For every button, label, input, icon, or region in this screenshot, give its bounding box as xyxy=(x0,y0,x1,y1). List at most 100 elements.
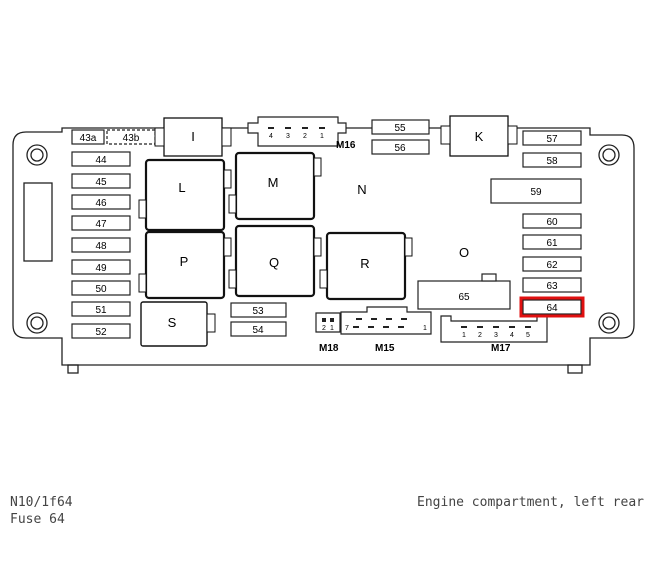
relay-S: S xyxy=(140,301,216,347)
component-id-caption: N10/1f64 xyxy=(10,495,73,510)
fuse-46: 46 xyxy=(71,194,131,210)
svg-text:64: 64 xyxy=(546,303,558,314)
svg-text:54: 54 xyxy=(252,325,264,336)
area-label-N: N xyxy=(357,182,366,197)
svg-text:46: 46 xyxy=(95,198,107,209)
fuse-54: 54 xyxy=(230,321,287,337)
fuse-50: 50 xyxy=(71,280,131,296)
svg-text:2: 2 xyxy=(303,133,307,140)
location-caption: Engine compartment, left rear xyxy=(417,495,644,510)
svg-text:63: 63 xyxy=(546,281,558,292)
fuse-58: 58 xyxy=(522,152,582,168)
svg-text:44: 44 xyxy=(95,155,107,166)
svg-text:53: 53 xyxy=(252,306,264,317)
svg-text:57: 57 xyxy=(546,134,558,145)
relay-M: M xyxy=(228,151,322,221)
fuse-64: 64 xyxy=(522,299,582,315)
fuse-44: 44 xyxy=(71,151,131,167)
svg-text:62: 62 xyxy=(546,260,558,271)
svg-text:45: 45 xyxy=(95,177,107,188)
svg-text:49: 49 xyxy=(95,263,107,274)
fuse-62: 62 xyxy=(522,256,582,272)
connector-M15: 7 1 M15 xyxy=(340,306,432,354)
fuse-53: 53 xyxy=(230,302,287,318)
svg-text:5: 5 xyxy=(526,332,530,339)
svg-text:L: L xyxy=(178,180,185,195)
svg-text:47: 47 xyxy=(95,219,107,230)
svg-text:3: 3 xyxy=(286,133,290,140)
svg-text:7: 7 xyxy=(345,325,349,332)
fuse-caption: Fuse 64 xyxy=(10,512,65,527)
fuse-49: 49 xyxy=(71,259,131,275)
mounting-hole-icon xyxy=(598,144,620,166)
fuse-64-highlight xyxy=(519,296,585,318)
connector-M18: 2 1 M18 xyxy=(315,312,341,354)
fuse-48: 48 xyxy=(71,237,131,253)
svg-text:3: 3 xyxy=(494,332,498,339)
relay-R: R xyxy=(319,231,413,301)
svg-text:65: 65 xyxy=(458,292,470,303)
fuse-61: 61 xyxy=(522,234,582,250)
connector-M16: 4 3 2 1 M16 xyxy=(247,116,356,151)
fuse-43a: 43a xyxy=(71,129,105,145)
svg-text:48: 48 xyxy=(95,241,107,252)
svg-text:M16: M16 xyxy=(336,140,356,151)
svg-text:M: M xyxy=(268,175,279,190)
relay-Q: Q xyxy=(228,224,322,298)
fuse-65: 65 xyxy=(417,273,511,310)
svg-text:1: 1 xyxy=(423,325,427,332)
fuse-60: 60 xyxy=(522,213,582,229)
fuse-55: 55 xyxy=(371,119,430,135)
svg-text:59: 59 xyxy=(530,187,542,198)
svg-text:1: 1 xyxy=(462,332,466,339)
svg-text:P: P xyxy=(180,254,189,269)
svg-text:56: 56 xyxy=(394,143,406,154)
svg-text:I: I xyxy=(191,129,195,144)
svg-text:43a: 43a xyxy=(80,133,97,144)
fuse-57: 57 xyxy=(522,130,582,146)
svg-text:4: 4 xyxy=(510,332,514,339)
svg-text:S: S xyxy=(168,315,177,330)
fuse-47: 47 xyxy=(71,215,131,231)
svg-text:K: K xyxy=(475,129,484,144)
svg-text:52: 52 xyxy=(95,327,107,338)
svg-text:2: 2 xyxy=(478,332,482,339)
svg-text:Q: Q xyxy=(269,255,279,270)
svg-text:R: R xyxy=(360,256,369,271)
area-label-O: O xyxy=(459,245,469,260)
svg-text:4: 4 xyxy=(269,133,273,140)
relay-I: I xyxy=(154,117,232,157)
fuse-box-diagram: 43a 43b 44 45 46 47 48 49 50 51 52 53 54… xyxy=(12,115,635,374)
svg-text:60: 60 xyxy=(546,217,558,228)
fuse-52: 52 xyxy=(71,323,131,339)
housing-foot-left xyxy=(67,364,79,374)
svg-text:1: 1 xyxy=(330,325,334,332)
fuse-45: 45 xyxy=(71,173,131,189)
fuse-43b: 43b xyxy=(106,129,156,145)
svg-text:58: 58 xyxy=(546,156,558,167)
svg-text:43b: 43b xyxy=(123,133,140,144)
svg-text:2: 2 xyxy=(322,325,326,332)
relay-P: P xyxy=(138,230,232,300)
svg-text:1: 1 xyxy=(320,133,324,140)
side-slot xyxy=(23,182,53,262)
svg-text:50: 50 xyxy=(95,284,107,295)
mounting-hole-icon xyxy=(26,144,48,166)
relay-L: L xyxy=(138,158,232,232)
housing-foot-right xyxy=(567,364,583,374)
svg-text:M17: M17 xyxy=(491,343,511,354)
fuse-63: 63 xyxy=(522,277,582,293)
fuse-box-housing xyxy=(12,127,635,366)
svg-text:M15: M15 xyxy=(375,343,395,354)
svg-text:61: 61 xyxy=(546,238,558,249)
connector-M17: 1 2 3 4 5 M17 xyxy=(440,315,548,354)
mounting-hole-icon xyxy=(598,312,620,334)
fuse-51: 51 xyxy=(71,301,131,317)
fuse-56: 56 xyxy=(371,139,430,155)
svg-text:M18: M18 xyxy=(319,343,339,354)
svg-text:51: 51 xyxy=(95,305,107,316)
mounting-hole-icon xyxy=(26,312,48,334)
svg-text:55: 55 xyxy=(394,123,406,134)
fuse-59: 59 xyxy=(490,178,582,204)
relay-K: K xyxy=(440,115,518,157)
